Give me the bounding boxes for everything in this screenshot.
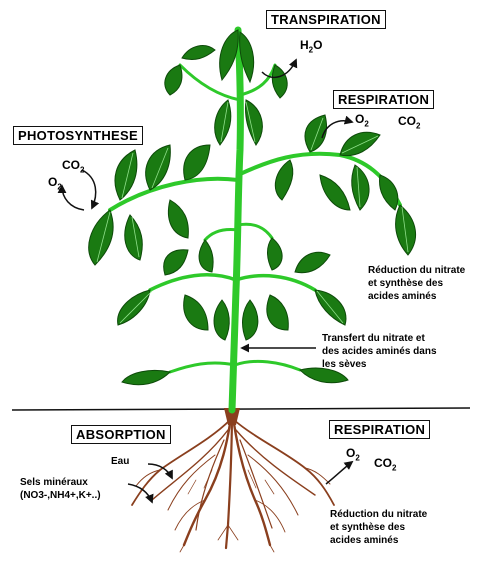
note-reduction-top: Réduction du nitrate et synthèse des aci…	[368, 264, 465, 303]
label-absorption: ABSORPTION	[71, 425, 171, 444]
note-reduction-bottom: Réduction du nitrate et synthèse des aci…	[330, 508, 427, 547]
ground-line	[12, 408, 470, 410]
label-transpiration: TRANSPIRATION	[266, 10, 386, 29]
photosynthesis-o2-arrow	[62, 186, 84, 210]
label-photosynthese: PHOTOSYNTHESE	[13, 126, 143, 145]
formula-o2-photosynthese: O2	[48, 175, 62, 191]
note-transfert: Transfert du nitrate et des acides aminé…	[322, 332, 437, 371]
photosynthesis-co2-arrow	[82, 170, 96, 208]
label-respiration-top: RESPIRATION	[333, 90, 434, 109]
formula-o2-respiration-bottom: O2	[346, 446, 360, 462]
note-sels-mineraux: Sels minéraux (NO3-,NH4+,K+..)	[20, 476, 101, 502]
sels-formula: (NO3-,NH4+,K+..)	[20, 489, 101, 502]
sels-title: Sels minéraux	[20, 476, 101, 489]
formula-h2o-transpiration: H2O	[300, 38, 322, 54]
respiration-bottom-arrow	[326, 462, 352, 484]
formula-co2-respiration-top: CO2	[398, 114, 420, 130]
formula-o2-respiration-top: O2	[355, 112, 369, 128]
label-respiration-bottom: RESPIRATION	[329, 420, 430, 439]
formula-co2-respiration-bottom: CO2	[374, 456, 396, 472]
note-eau: Eau	[111, 455, 129, 468]
formula-co2-photosynthese: CO2	[62, 158, 84, 174]
plant-stem	[232, 30, 240, 410]
